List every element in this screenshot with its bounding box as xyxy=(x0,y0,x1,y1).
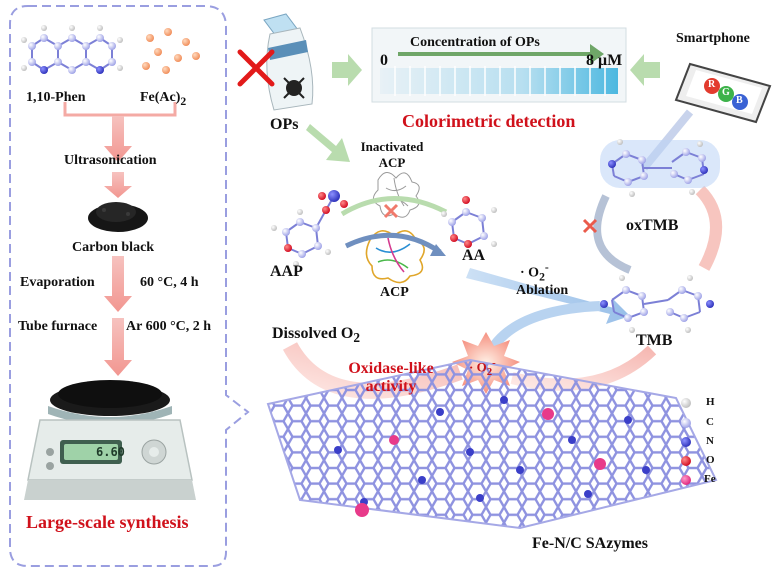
green-arrows xyxy=(306,54,660,162)
burst-radical-sub: 2 xyxy=(486,365,493,378)
aap-molecule xyxy=(285,195,335,255)
acp-path xyxy=(344,232,442,255)
detection-title: Colorimetric detection xyxy=(402,111,576,131)
vial-strip xyxy=(371,27,627,103)
ablation-radical: · O2- xyxy=(520,262,549,283)
oxidase-activity-label: Oxidase-like activity xyxy=(336,361,446,395)
vial-colors xyxy=(380,68,618,94)
precursor-ligand-label: 1,10-Phen xyxy=(26,90,86,105)
legend-n: N xyxy=(706,435,714,447)
concentration-arrow xyxy=(398,44,604,64)
activity-line2: activity xyxy=(365,378,417,395)
step-evaporation-condition: 60 °C, 4 h xyxy=(140,275,199,290)
rgb-b: B xyxy=(736,95,743,106)
device-label: Smartphone xyxy=(676,31,750,46)
synthesis-arrows xyxy=(104,116,132,376)
legend-c: C xyxy=(706,416,714,428)
step-evaporation: Evaporation xyxy=(20,275,95,290)
inactivated-acp xyxy=(373,172,420,218)
combine-bracket xyxy=(63,102,177,117)
tmb-reduction-arc xyxy=(593,194,632,274)
legend-fe: Fe xyxy=(704,473,716,485)
step-tube-furnace-condition: Ar 600 °C, 2 h xyxy=(126,319,212,334)
aa-atoms xyxy=(441,196,497,248)
dissolved-oxygen-text: Dissolved O xyxy=(272,325,354,342)
scale-max: 8 μM xyxy=(586,52,623,69)
step-ultrasonication: Ultrasonication xyxy=(64,153,157,168)
activity-line1: Oxidase-like xyxy=(348,360,434,377)
cross-icon xyxy=(237,49,275,87)
inactivated-acp-label: Inactivated ACP xyxy=(352,140,432,169)
fe-ac-particles xyxy=(142,28,200,74)
ablation-radical-sub: 2 xyxy=(539,270,545,284)
ablation-radical-text: · O xyxy=(520,265,540,281)
concentration-scale-label: Concentration of OPs xyxy=(410,35,540,50)
precursor-metal-text: Fe(Ac) xyxy=(140,90,181,105)
intermediate-label: Carbon black xyxy=(72,240,155,255)
legend-balls xyxy=(681,398,691,485)
tmb-label: TMB xyxy=(636,332,673,349)
fe-n-c-sheet xyxy=(266,358,718,530)
balance-display: 6.60 xyxy=(96,445,125,459)
dissolved-oxygen-label: Dissolved O2 xyxy=(272,326,360,345)
synthesis-title: Large-scale synthesis xyxy=(26,512,189,532)
acp-label: ACP xyxy=(380,285,409,300)
step-tube-furnace: Tube furnace xyxy=(18,319,98,334)
catalyst-label: Fe-N/C SAzymes xyxy=(532,535,648,552)
ablation-arrow xyxy=(466,268,630,324)
inactivated-line2: ACP xyxy=(378,155,406,170)
aap-atoms xyxy=(271,190,348,267)
oxtmb-label: oxTMB xyxy=(626,217,679,234)
rgb-g: G xyxy=(722,87,730,98)
carbon-black-pile xyxy=(88,202,148,232)
burst-radical: · O2- xyxy=(469,358,496,378)
phen-molecule xyxy=(31,37,113,71)
tmb-molecule xyxy=(600,275,714,333)
balance-illustration xyxy=(24,380,196,500)
tmb-oxidation-arc xyxy=(695,185,722,271)
legend-o: O xyxy=(706,454,715,466)
inhibit-x-icon xyxy=(383,203,399,219)
aap-label: AAP xyxy=(270,263,303,280)
blocked-x-icon xyxy=(582,218,598,234)
precursor-metal-sub: 2 xyxy=(180,94,187,108)
scale-min: 0 xyxy=(380,52,388,69)
precursor-metal-label: Fe(Ac)2 xyxy=(140,90,187,108)
pesticide-bottle xyxy=(237,13,314,111)
inactivated-line1: Inactivated xyxy=(360,139,424,154)
synthesis-panel-border xyxy=(9,5,250,567)
analyte-label: OPs xyxy=(270,116,299,133)
rgb-r: R xyxy=(708,79,716,90)
dissolved-oxygen-sub: 2 xyxy=(353,330,361,346)
smartphone-illustration xyxy=(674,62,772,124)
phen-atoms xyxy=(21,25,123,74)
aa-label: AA xyxy=(462,247,486,264)
ablation-label: Ablation xyxy=(516,283,569,298)
oxtmb-molecule xyxy=(600,139,720,197)
legend-h: H xyxy=(706,396,715,408)
inactivated-path xyxy=(340,196,448,217)
burst-radical-text: · O xyxy=(469,359,487,375)
ablation-radical-sup: - xyxy=(544,261,549,274)
burst-radical-sup: - xyxy=(492,357,496,369)
